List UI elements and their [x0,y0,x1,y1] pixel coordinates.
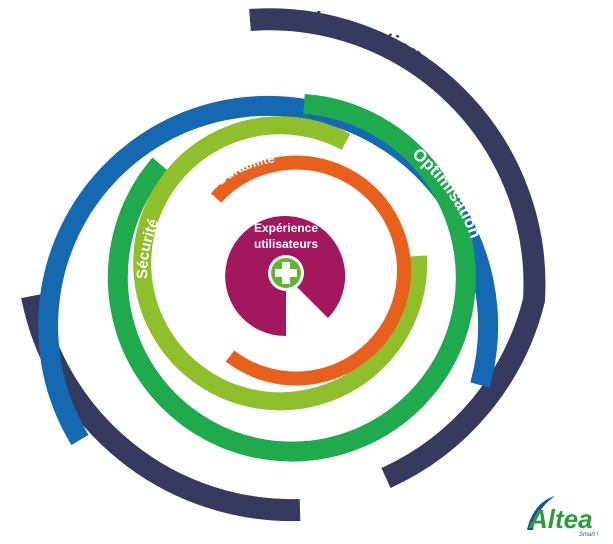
center-label-line2: utilisateurs [254,237,318,251]
ring-optimisation [107,94,476,462]
logo-swoosh-icon [527,496,555,530]
center-label-line1: Expérience [254,221,318,235]
ring-label-optimisation: Optimisation [409,144,485,240]
plus-icon [268,255,304,291]
logo-tagline: Smart ! [579,532,599,538]
ring-durabilite [210,155,412,386]
ring-securite [133,116,428,411]
logo-wordmark: Altea [528,504,593,534]
ring-transformation-tail [80,420,470,544]
altea-logo: Altea Smart ! [527,496,599,538]
ring-transformation [38,95,499,446]
